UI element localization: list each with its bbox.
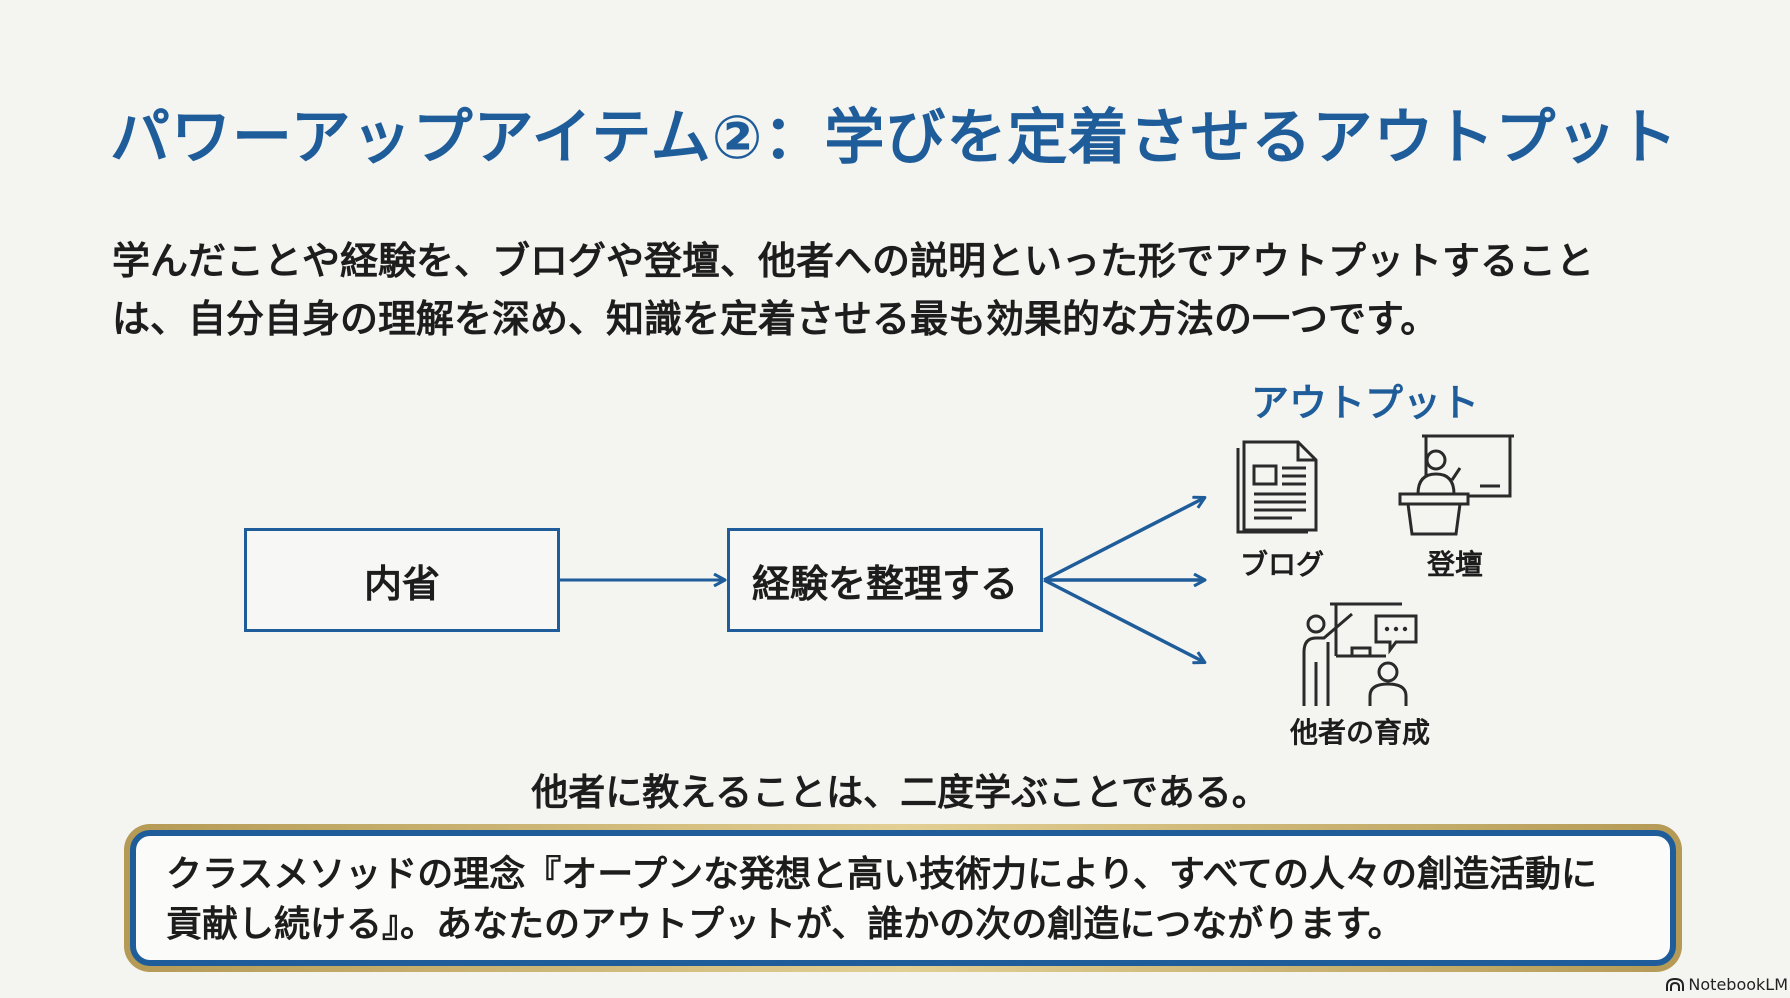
teaching-icon (1302, 602, 1418, 706)
output-label-blog: ブログ (1239, 548, 1324, 581)
document-icon (1236, 440, 1318, 534)
callout-line-2: 貢献し続ける』。あなたのアウトプットが、誰かの次の創造につながります。 (166, 904, 1404, 945)
philosophy-callout: クラスメソッドの理念『オープンな発想と高い技術力により、すべての人々の創造活動に… (124, 824, 1682, 972)
lead-paragraph: 学んだことや経験を、ブログや登壇、他者への説明といった形でアウトプットすること … (112, 232, 1712, 348)
lead-line-1: 学んだことや経験を、ブログや登壇、他者への説明といった形でアウトプットすること (112, 239, 1595, 283)
notebooklm-watermark: NotebookLM (1666, 975, 1790, 994)
philosophy-callout-body: クラスメソッドの理念『オープンな発想と高い技術力により、すべての人々の創造活動に… (130, 830, 1676, 966)
step-box-reflection: 内省 (244, 528, 560, 632)
step-label-reflection: 内省 (363, 561, 440, 606)
output-label-mentoring: 他者の育成 (1289, 716, 1430, 749)
notebooklm-logo-icon (1666, 977, 1685, 991)
slide-title: パワーアップアイテム②：学びを定着させるアウトプット (110, 103, 1679, 173)
output-heading: アウトプット (1250, 381, 1479, 425)
output-label-tondan: 登壇 (1426, 548, 1483, 581)
callout-line-1: クラスメソッドの理念『オープンな発想と高い技術力により、すべての人々の創造活動に (166, 854, 1598, 895)
watermark-text: NotebookLM (1688, 975, 1788, 994)
step-box-organize-experience: 経験を整理する (727, 528, 1043, 632)
step-label-organize-experience: 経験を整理する (751, 561, 1018, 606)
arrow-to-blog (1043, 498, 1204, 582)
key-quote: 他者に教えることは、二度学ぶことである。 (531, 771, 1269, 814)
lead-line-2: は、自分自身の理解を深め、知識を定着させる最も効果的な方法の一つです。 (112, 297, 1439, 341)
arrow-to-ikusei (1043, 578, 1204, 662)
presenter-podium-icon (1398, 434, 1514, 536)
